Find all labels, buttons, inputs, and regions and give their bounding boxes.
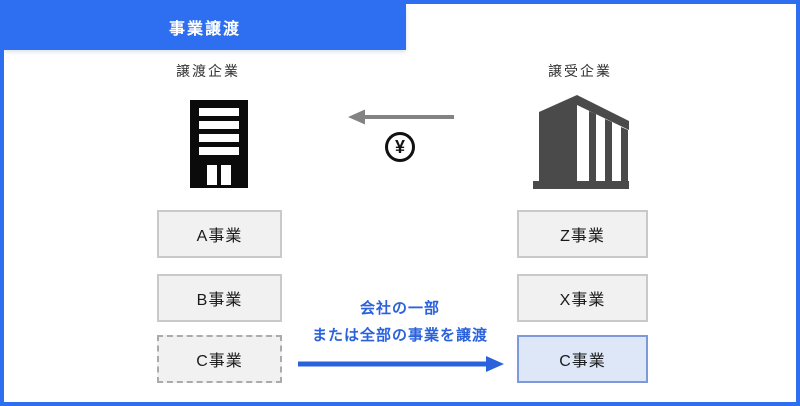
transfer-caption-line1: 会社の一部 <box>359 300 440 317</box>
business-box-c-received: C事業 <box>517 335 648 383</box>
transferee-building-icon <box>533 92 629 194</box>
header-tab: 事業譲渡 <box>4 4 406 50</box>
transfer-caption: 会社の一部 または全部の事業を譲渡 <box>290 295 510 349</box>
yen-symbol: ¥ <box>394 137 405 157</box>
transfer-arrow-icon <box>298 352 504 381</box>
transferor-building-icon <box>190 100 248 193</box>
page-title: 事業譲渡 <box>168 21 241 38</box>
transferee-company-label: 譲受企業 <box>548 63 612 79</box>
business-box-a: A事業 <box>157 210 282 258</box>
business-box-c-transferred: C事業 <box>157 335 282 383</box>
business-box-x: X事業 <box>517 274 648 322</box>
payment-arrow-icon <box>348 108 456 131</box>
yen-coin-icon: ¥ <box>385 132 415 162</box>
transferor-company-label: 譲渡企業 <box>176 63 240 79</box>
transfer-caption-line2: または全部の事業を譲渡 <box>311 327 488 344</box>
business-box-b: B事業 <box>157 274 282 322</box>
business-box-z: Z事業 <box>517 210 648 258</box>
